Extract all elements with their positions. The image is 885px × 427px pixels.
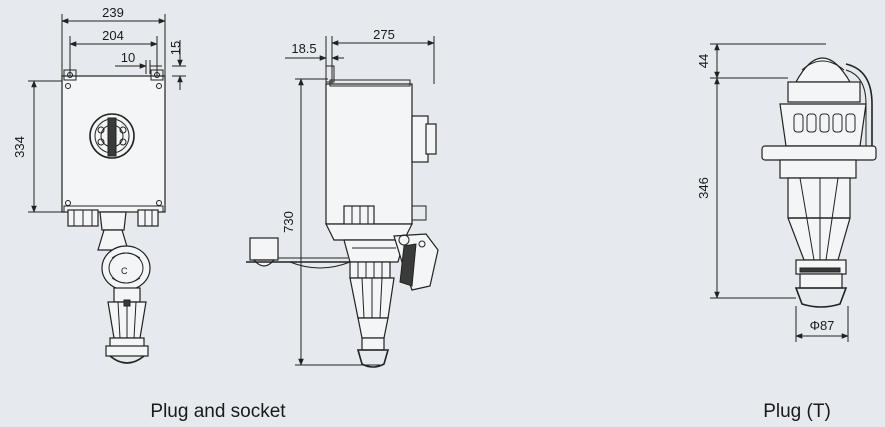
dim-239: 239	[102, 5, 124, 20]
dim-18-5: 18.5	[291, 41, 316, 56]
plug-dimensions	[710, 43, 849, 342]
dim-730: 730	[281, 211, 296, 233]
dim-204: 204	[102, 28, 124, 43]
side-view	[246, 36, 439, 368]
svg-text:C: C	[121, 266, 128, 276]
dim-275: 275	[373, 27, 395, 42]
plug-side	[349, 277, 395, 368]
dim-346: 346	[696, 177, 711, 199]
front-view: C	[28, 14, 186, 364]
mount-lug-left	[63, 69, 77, 81]
dim-10: 10	[121, 50, 135, 65]
socket-plug-front: C	[97, 211, 151, 364]
locking-lever	[393, 233, 439, 291]
dim-334: 334	[12, 136, 27, 158]
plug-flange	[761, 145, 877, 161]
side-enclosure	[325, 83, 413, 225]
plug-t-view	[710, 43, 877, 342]
cable-gland-right	[137, 209, 159, 227]
socket-cover	[246, 237, 351, 269]
plug-body	[787, 177, 851, 261]
caption-plug-t: Plug (T)	[763, 401, 831, 422]
dim-phi-87: Φ87	[810, 318, 835, 333]
mount-lug-right	[150, 69, 164, 81]
dimension-labels: 239 204 10 15 334 18.5 275 730 44 346 Φ8…	[12, 5, 834, 333]
coupling-ring	[779, 103, 867, 147]
plug-dome-cap	[794, 57, 852, 83]
rotary-switch	[89, 113, 135, 159]
dim-44: 44	[696, 54, 711, 68]
caption-plug-and-socket: Plug and socket	[150, 401, 286, 422]
front-dimensions	[28, 14, 186, 213]
dim-15: 15	[168, 41, 183, 55]
